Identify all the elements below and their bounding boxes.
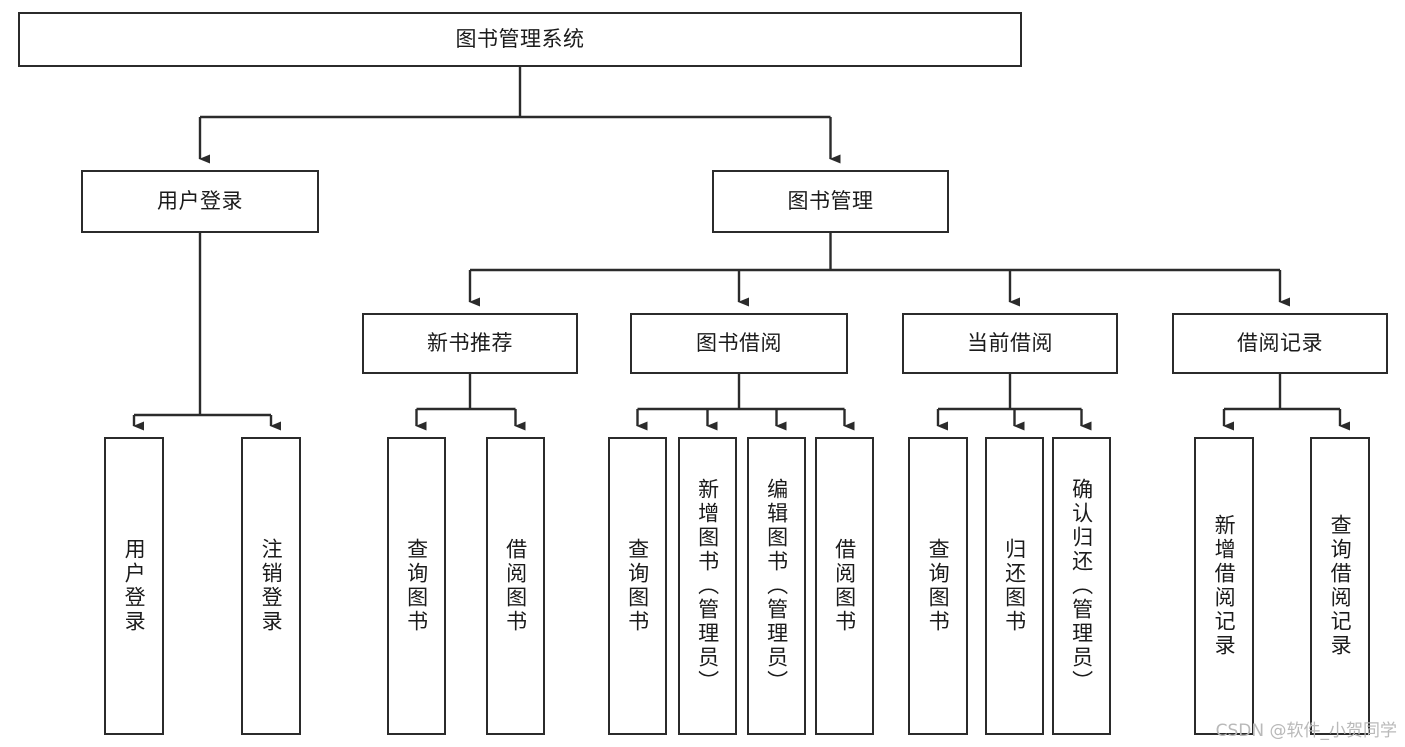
node-label: 图书管理 xyxy=(787,189,874,214)
node-bookmgmt[interactable]: 图书管理 xyxy=(712,170,949,233)
node-leaf-5[interactable]: 查询图书 xyxy=(608,437,667,735)
node-label: 图书管理系统 xyxy=(455,27,585,52)
node-current[interactable]: 当前借阅 xyxy=(902,313,1118,374)
node-label: 新书推荐 xyxy=(427,331,513,356)
node-leaf-7[interactable]: 编辑图书（管理员） xyxy=(747,437,806,735)
node-leaf-10[interactable]: 归还图书 xyxy=(985,437,1044,735)
node-leaf-6[interactable]: 新增图书（管理员） xyxy=(678,437,737,735)
node-label: 借阅记录 xyxy=(1237,331,1323,356)
node-leaf-3[interactable]: 查询图书 xyxy=(387,437,446,735)
node-borrow[interactable]: 图书借阅 xyxy=(630,313,848,374)
node-label: 查询借阅记录 xyxy=(1328,514,1353,658)
node-label: 用户登录 xyxy=(157,189,243,214)
node-leaf-11[interactable]: 确认归还（管理员） xyxy=(1052,437,1111,735)
node-records[interactable]: 借阅记录 xyxy=(1172,313,1388,374)
node-label: 图书借阅 xyxy=(696,331,782,356)
node-newbook[interactable]: 新书推荐 xyxy=(362,313,578,374)
node-label: 查询图书 xyxy=(404,538,429,634)
node-label: 新增借阅记录 xyxy=(1212,514,1237,658)
node-label: 注销登录 xyxy=(259,538,284,634)
node-label: 归还图书 xyxy=(1002,538,1027,634)
node-label: 借阅图书 xyxy=(503,538,528,634)
node-leaf-2[interactable]: 注销登录 xyxy=(241,437,301,735)
node-label: 编辑图书（管理员） xyxy=(764,478,789,694)
node-label: 新增图书（管理员） xyxy=(695,478,720,694)
node-label: 确认归还（管理员） xyxy=(1069,478,1094,694)
node-leaf-9[interactable]: 查询图书 xyxy=(908,437,968,735)
watermark-text: CSDN @软件_小贺同学 xyxy=(1215,721,1397,741)
connector-paths xyxy=(132,67,1350,431)
node-label: 查询图书 xyxy=(926,538,951,634)
node-leaf-4[interactable]: 借阅图书 xyxy=(486,437,545,735)
node-label: 用户登录 xyxy=(122,538,147,634)
node-leaf-13[interactable]: 查询借阅记录 xyxy=(1310,437,1370,735)
node-leaf-12[interactable]: 新增借阅记录 xyxy=(1194,437,1254,735)
node-login[interactable]: 用户登录 xyxy=(81,170,319,233)
node-leaf-8[interactable]: 借阅图书 xyxy=(815,437,874,735)
node-leaf-1[interactable]: 用户登录 xyxy=(104,437,164,735)
node-label: 借阅图书 xyxy=(832,538,857,634)
node-label: 查询图书 xyxy=(625,538,650,634)
node-label: 当前借阅 xyxy=(967,331,1053,356)
node-root[interactable]: 图书管理系统 xyxy=(18,12,1022,67)
